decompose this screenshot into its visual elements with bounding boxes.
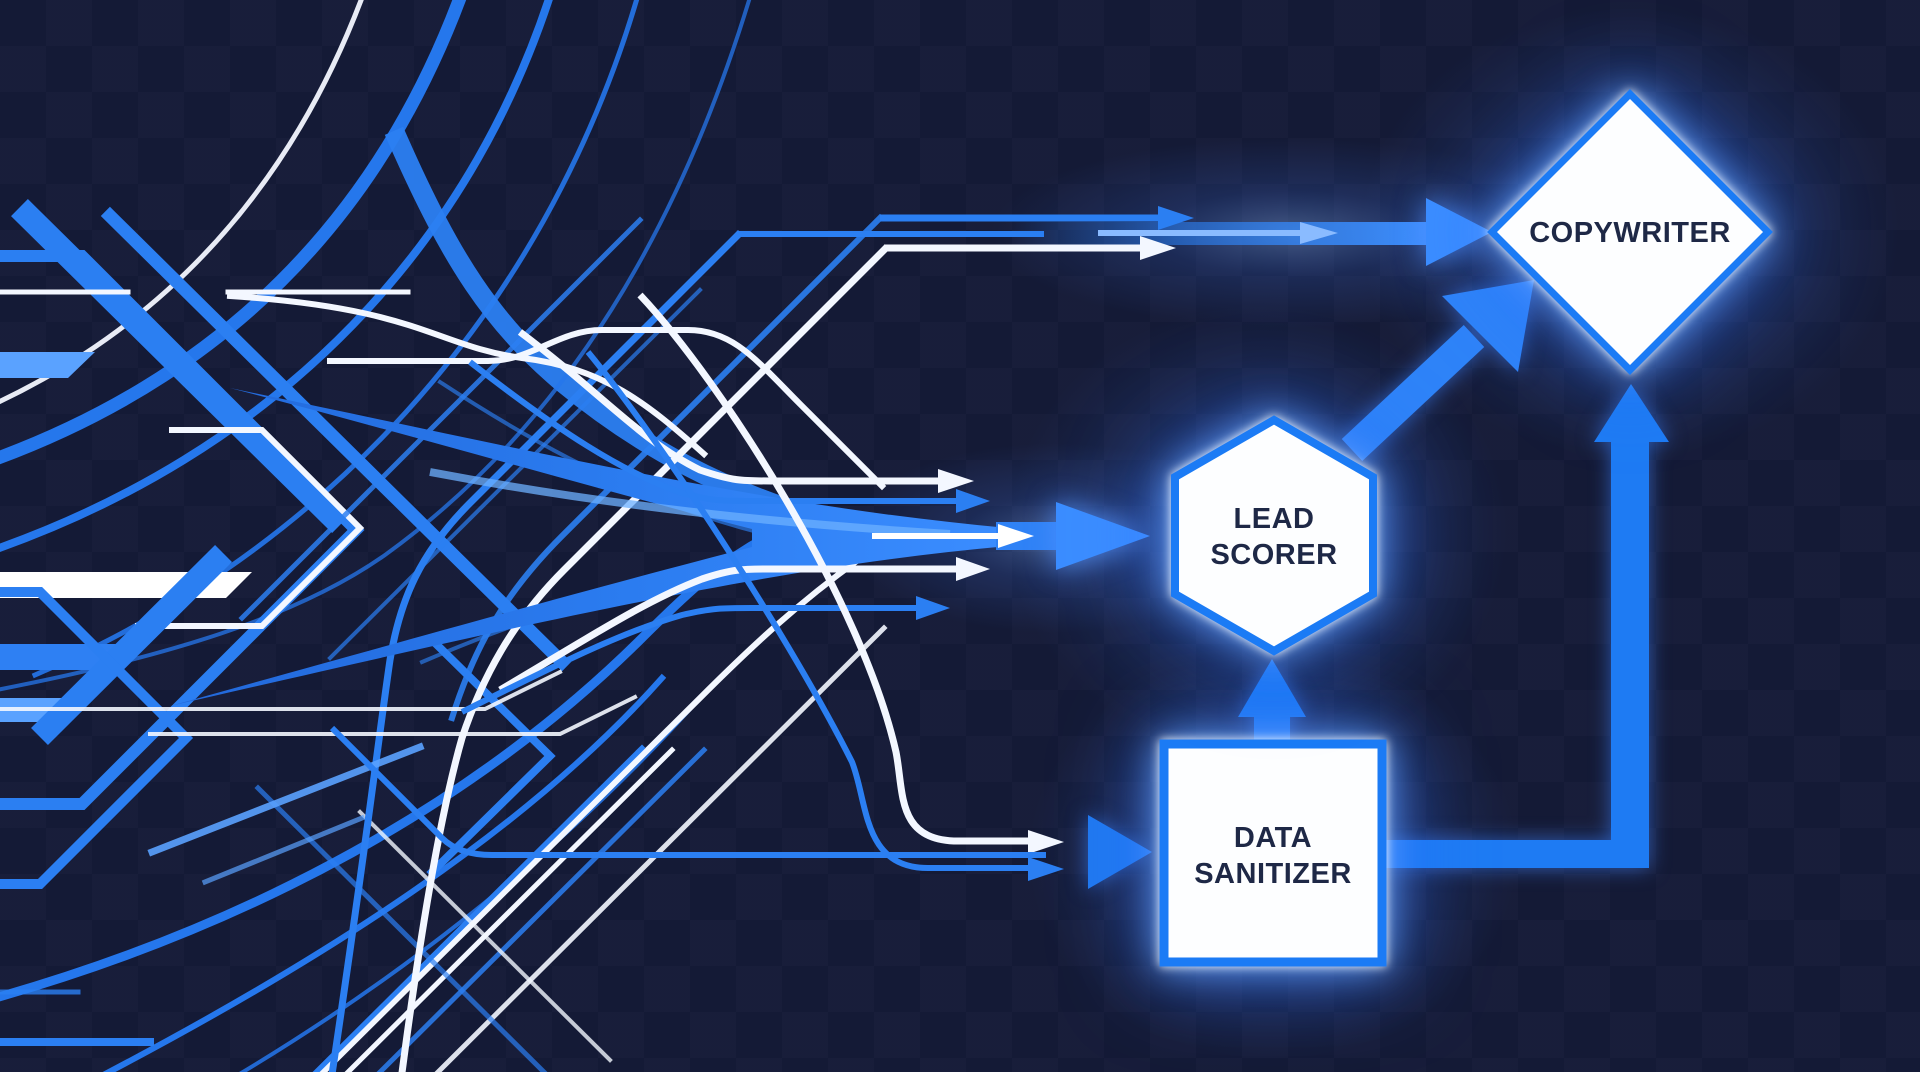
edge-inputs-to-copywriter — [738, 198, 1492, 266]
node-lead-scorer: LEAD SCORER — [1171, 415, 1377, 656]
edge-data-sanitizer-to-lead-scorer — [1238, 659, 1306, 753]
edge-inputs-to-data-sanitizer — [329, 292, 1152, 889]
edge-data-sanitizer-to-copywriter — [1384, 384, 1669, 868]
lead-scorer-label-line1: LEAD — [1234, 503, 1315, 535]
edge-lead-scorer-to-copywriter — [1341, 280, 1534, 461]
arrowhead-to-data-sanitizer — [1088, 815, 1152, 889]
lead-scorer-shape — [1171, 415, 1377, 656]
arrowhead-to-copywriter — [1426, 198, 1492, 266]
data-sanitizer-label-line1: DATA — [1234, 822, 1312, 854]
copywriter-label: COPYWRITER — [1529, 217, 1731, 249]
lead-scorer-label-line2: SCORER — [1210, 539, 1337, 571]
background-circuit-art — [0, 0, 889, 1072]
edge-inputs-to-lead-scorer — [170, 329, 1150, 715]
converging-stream — [170, 388, 1008, 706]
node-copywriter: COPYWRITER — [1487, 89, 1773, 375]
data-sanitizer-label-line2: SANITIZER — [1194, 858, 1352, 890]
node-data-sanitizer: DATA SANITIZER — [1159, 739, 1387, 967]
data-sanitizer-shape — [1159, 739, 1387, 967]
arrowhead-to-lead-scorer — [1056, 502, 1150, 570]
copywriter-shape — [1487, 89, 1773, 375]
